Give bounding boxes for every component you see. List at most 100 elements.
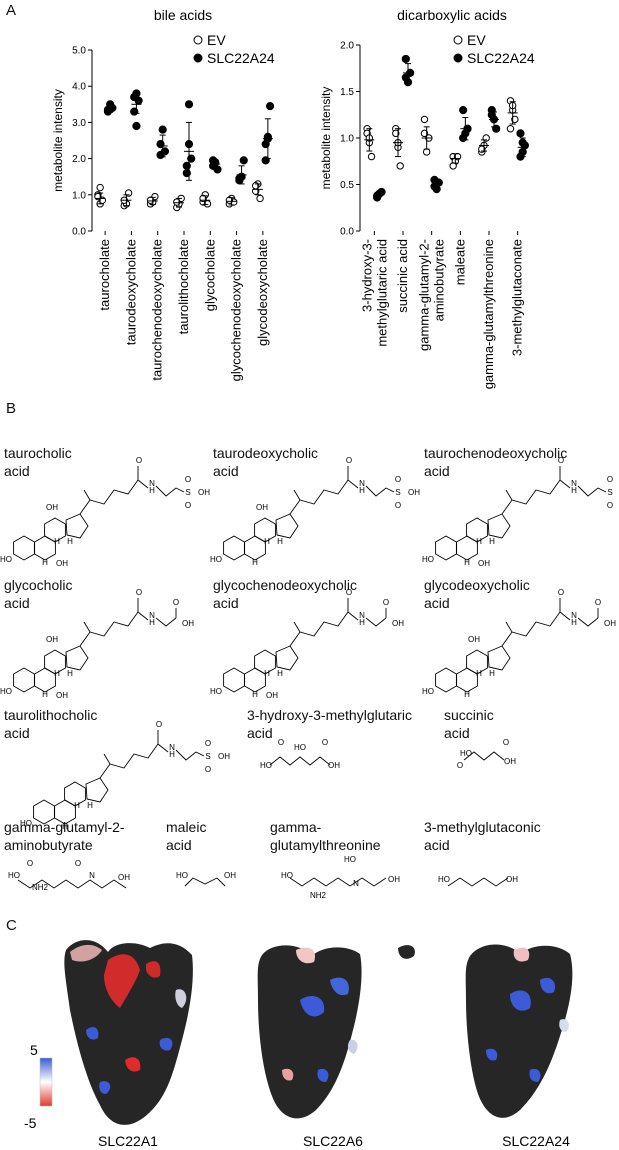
atom-oh: OH [392, 619, 404, 628]
atom-oh: OH [388, 875, 400, 884]
atom-n: N [353, 879, 359, 888]
atom-h: H [359, 486, 365, 495]
data-point [396, 162, 404, 170]
molecule-name-taurolithocholic-acid: taurolithocholic acid [4, 707, 98, 741]
surface-slc22a6 [257, 945, 415, 1119]
atom-oh: OH [468, 635, 480, 644]
atom-o: O [75, 859, 81, 868]
bond-chain [269, 756, 331, 766]
y-tick-label: 1.0 [340, 134, 354, 145]
ring [487, 645, 511, 671]
molecule-name-3-methylglutaconic-acid: 3-methylglutaconic acid [424, 819, 541, 853]
atom-h: H [54, 537, 60, 546]
data-point [225, 196, 234, 204]
data-point [256, 194, 264, 203]
x-tick-label-line: glycocholate [202, 239, 217, 311]
surface-slc22a1 [64, 940, 193, 1125]
atom-o: O [205, 739, 211, 748]
side-chain [501, 611, 561, 647]
panel-label-c: C [6, 917, 17, 934]
data-point [401, 54, 410, 64]
colorbar-max-label: 5 [30, 1042, 38, 1058]
atom-h: H [42, 690, 48, 699]
molecule-name-gamma-glutamyl-2-aminobutyrate: gamma-glutamyl-2- aminobutyrate [4, 819, 125, 853]
atom-h: H [464, 558, 470, 567]
ring [44, 649, 66, 675]
legend-label: EV [467, 32, 486, 48]
methyl-bond [103, 753, 111, 765]
legend-label: SLC22A24 [207, 50, 275, 66]
chain [577, 617, 599, 627]
ring [244, 667, 266, 693]
atom-o: O [457, 761, 463, 770]
molecule-name-glycocholic-acid: glycocholic acid [4, 577, 73, 611]
ring [34, 535, 56, 561]
molecule-name-3-hydroxy-3-methylglutaric-acid: 3-hydroxy-3-methylglutaric acid [247, 707, 412, 741]
x-tick-label: taurodeoxycholate [123, 239, 138, 345]
atom-oh: OH [56, 691, 68, 700]
y-tick-label: 1.0 [72, 190, 86, 201]
atom-o: O [558, 456, 564, 465]
colorbar-min-label: -5 [24, 1115, 37, 1131]
x-tick-label-line: gamma-glutamyl-2- [417, 239, 432, 351]
ring [13, 667, 35, 693]
y-axis-label: metabolite intensity [51, 89, 65, 192]
panel-b-structures: OHNSOOOHHOOHOHHHHOHNSOOOHHOOHHHHOHNSOOOH… [0, 456, 616, 900]
chain [365, 485, 395, 497]
x-tick-label-line: 3-hydroxy-3- [359, 239, 374, 312]
data-point [184, 100, 194, 109]
atom-oh: OH [46, 503, 58, 512]
y-tick-label: 2.0 [72, 154, 86, 165]
y-tick-label: 0.0 [72, 227, 86, 238]
y-tick-label: 0.5 [340, 180, 354, 191]
atom-n: N [149, 611, 155, 620]
atom-o: O [136, 456, 142, 465]
atom-h: H [464, 690, 470, 699]
ring [456, 535, 478, 561]
ring [456, 667, 478, 693]
chain [155, 485, 185, 497]
molecule-name-succinic-acid: succinic acid [444, 707, 494, 741]
amide-bond [559, 479, 571, 489]
ring [85, 777, 109, 803]
methyl-bond [505, 489, 513, 501]
amide-bond [137, 479, 149, 489]
atom-n: N [89, 871, 95, 880]
legend-label: SLC22A24 [467, 50, 535, 66]
data-point [420, 115, 429, 124]
ring [254, 649, 276, 675]
x-tick-label: glycocholate [202, 239, 217, 311]
chain [577, 485, 607, 497]
atom-oh: OH [218, 752, 230, 761]
side-chain [99, 743, 159, 779]
atom-h: H [571, 618, 577, 627]
legend-marker [453, 35, 463, 45]
atom-o: O [395, 501, 401, 510]
y-tick-label: 1.5 [340, 87, 354, 98]
atom-s: S [607, 488, 612, 497]
ring [13, 535, 35, 561]
ring [223, 667, 245, 693]
atom-oh: OH [56, 559, 68, 568]
ring [466, 649, 488, 675]
atom-oh: OH [604, 619, 616, 628]
atom-h: H [277, 537, 283, 546]
x-tick-label: glycodeoxycholate [255, 239, 270, 346]
side-chain [289, 479, 349, 515]
protein-label-slc22a6: SLC22A6 [303, 1133, 363, 1149]
data-point [239, 156, 248, 165]
ring [275, 645, 299, 671]
atom-oh: OH [118, 873, 130, 882]
y-tick-label: 0.0 [340, 227, 354, 238]
atom-h: H [67, 669, 73, 678]
legend-marker [193, 35, 203, 45]
atom-h: H [74, 801, 80, 810]
x-tick-label-line: taurodeoxycholate [123, 239, 138, 345]
atom-h: H [42, 558, 48, 567]
amide-bond [347, 479, 359, 489]
